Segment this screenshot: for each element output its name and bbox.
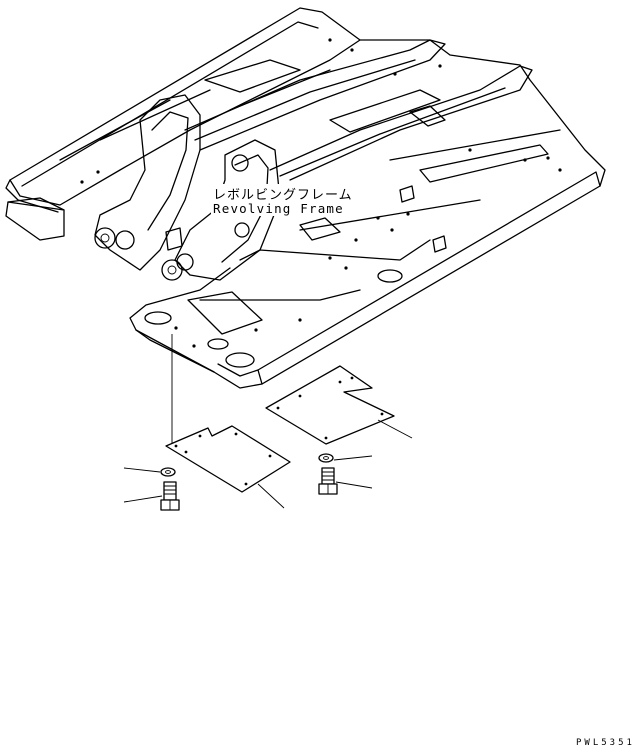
drawing-code: PWL5351 (576, 738, 635, 748)
bolt-left (160, 481, 180, 511)
leader-cover-left (257, 483, 285, 509)
cover-plate-right (265, 365, 395, 445)
leader-washer-left (123, 467, 161, 473)
leader-cover-right (377, 419, 413, 439)
frame-label-japanese: レボルビングフレーム (211, 184, 355, 203)
frame-label-english: Revolving Frame (211, 201, 346, 216)
bolt-right (318, 467, 338, 495)
leader-bolt-right (335, 481, 373, 489)
leader-washer-right (333, 455, 373, 461)
washer-left (160, 467, 176, 477)
washer-right (318, 453, 334, 463)
cover-plate-left (165, 425, 291, 493)
leader-bolt-left (123, 495, 163, 503)
